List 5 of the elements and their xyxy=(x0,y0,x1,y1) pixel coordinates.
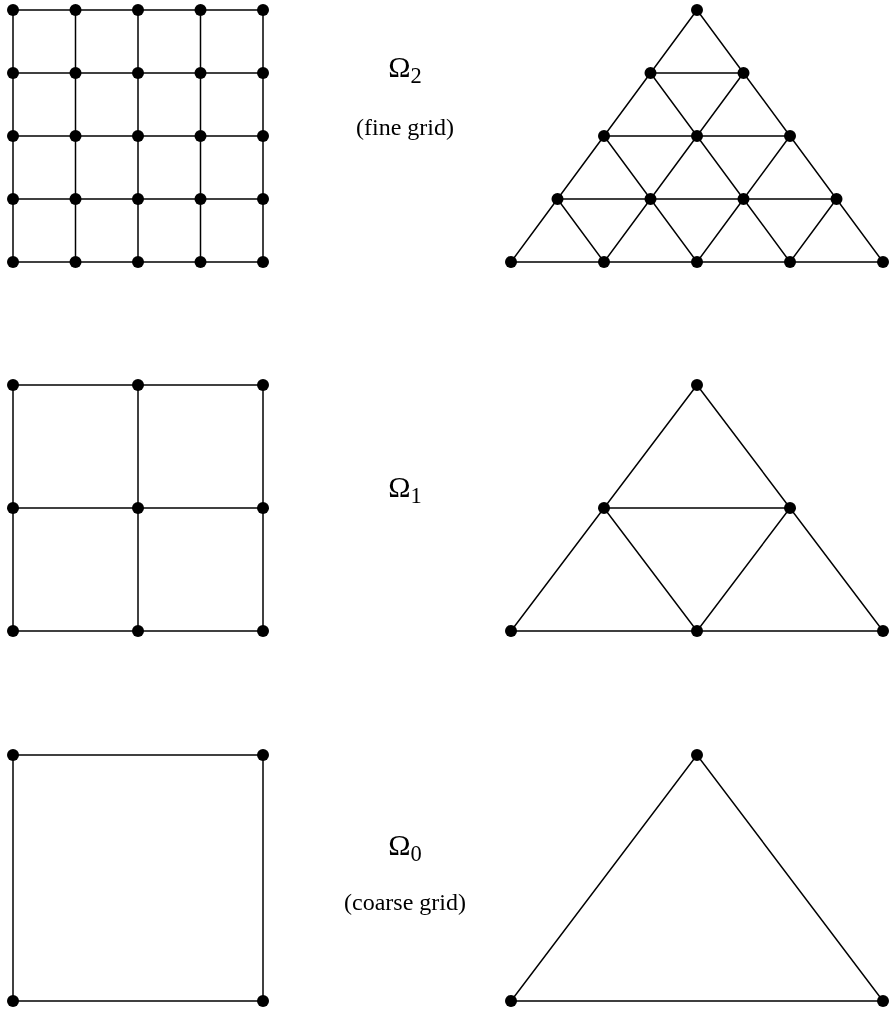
level-label: Ω$_{2}$ xyxy=(388,50,422,83)
grid-caption: (fine grid) xyxy=(356,114,454,140)
level-label: Ω$_{1}$ xyxy=(388,470,422,503)
grid-caption: (coarse grid) xyxy=(344,889,466,915)
level-label: Ω$_{0}$ xyxy=(388,828,422,861)
